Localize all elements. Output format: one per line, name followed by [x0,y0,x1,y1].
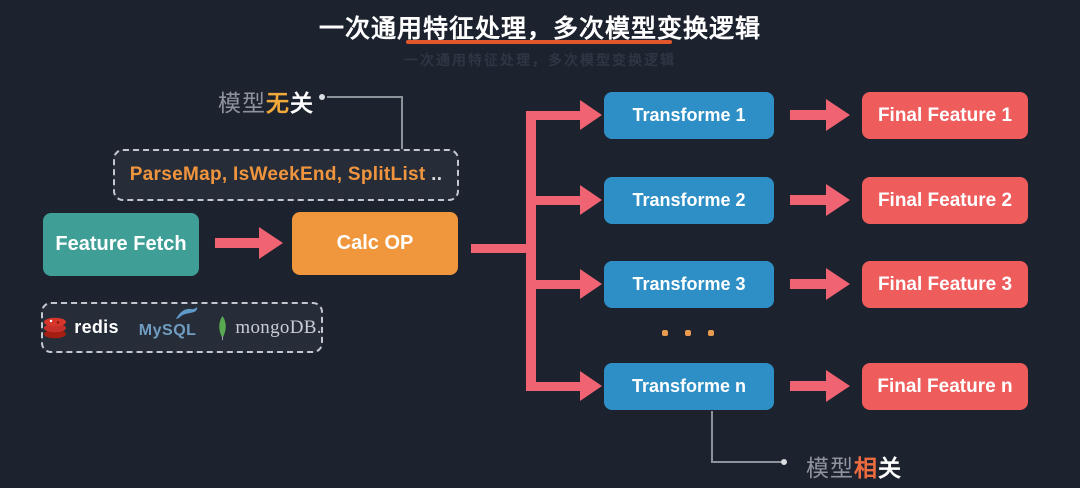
ops-functions-text: ParseMap, IsWeekEnd, SplitList .. [130,164,443,186]
ops-functions-ellipsis: .. [425,164,443,185]
ellipsis-dot [662,330,668,336]
transformer-node-2: Transforme 2 [604,177,774,224]
redis-label: redis [74,317,119,337]
model-agnostic-suffix: 关 [290,90,314,116]
branch-arrow-n-head [580,371,602,401]
model-related-connector-hline [711,461,781,463]
mongodb-label: mongoDB. [235,316,322,338]
model-agnostic-connector-hline [327,96,403,98]
arrow-t1-to-f1-shaft [790,110,826,120]
title-underline [406,40,672,44]
model-agnostic-connector-vline [401,96,403,150]
ops-functions-box: ParseMap, IsWeekEnd, SplitList .. [113,149,459,201]
final-feature-node-3: Final Feature 3 [862,261,1028,308]
databases-row: redis MySQL mongoDB. [42,306,322,340]
branch-arrow-1-head [580,100,602,130]
transformer-node-1: Transforme 1 [604,92,774,139]
mysql-dolphin-icon [176,306,198,319]
final-feature-node-2: Final Feature 2 [862,177,1028,224]
model-related-label: 模型相关 [806,449,902,483]
branch-arrow-3-shaft [526,280,580,289]
branch-arrow-n-shaft [526,382,580,391]
arrow-fetch-to-calc-shaft [215,238,259,248]
branch-arrow-2-shaft [526,196,580,205]
final-feature-node-1: Final Feature 1 [862,92,1028,139]
model-related-suffix: 关 [878,455,902,481]
model-related-connector-dot [781,459,787,465]
arrow-t3-to-f3-head [826,268,850,300]
ellipsis-dot [685,330,691,336]
page-title: 一次通用特征处理，多次模型变换逻辑 [318,15,761,43]
branch-arrow-3-head [580,269,602,299]
mongodb-leaf-icon [219,315,227,340]
arrow-tn-to-fn-head [826,370,850,402]
model-related-prefix: 模型 [806,455,854,481]
model-related-connector-vline [711,411,713,463]
arrow-t1-to-f1-head [826,99,850,131]
calc-op-node: Calc OP [292,212,458,275]
mysql-logo: MySQL [138,306,198,340]
branch-arrow-2-head [580,185,602,215]
arrow-fetch-to-calc-head [259,227,283,259]
arrow-tn-to-fn-shaft [790,381,826,391]
model-related-highlight: 相 [854,455,878,481]
model-agnostic-connector-dot [319,94,325,100]
databases-box: redis MySQL mongoDB. [41,302,323,353]
branch-arrow-1-shaft [526,111,580,120]
feature-fetch-node: Feature Fetch [43,213,199,276]
redis-icon [44,317,67,338]
ellipsis-dot [708,330,714,336]
transformer-node-n: Transforme n [604,363,774,410]
redis-logo: redis [42,317,119,339]
transformer-node-3: Transforme 3 [604,261,774,308]
final-feature-node-n: Final Feature n [862,363,1028,410]
arrow-t2-to-f2-head [826,184,850,216]
model-agnostic-prefix: 模型 [218,90,266,116]
calc-to-trunk-line [471,244,527,253]
mysql-label: MySQL [138,321,197,339]
model-agnostic-label: 模型无关 [218,84,314,118]
ghost-title-text: 一次通用特征处理，多次模型变换逻辑 [404,52,676,68]
ops-functions-list: ParseMap, IsWeekEnd, SplitList [129,164,426,185]
model-agnostic-highlight: 无 [266,90,290,116]
mongodb-logo: mongoDB. [216,315,322,340]
arrow-t2-to-f2-shaft [790,195,826,205]
arrow-t3-to-f3-shaft [790,279,826,289]
branch-trunk-line [526,111,536,391]
